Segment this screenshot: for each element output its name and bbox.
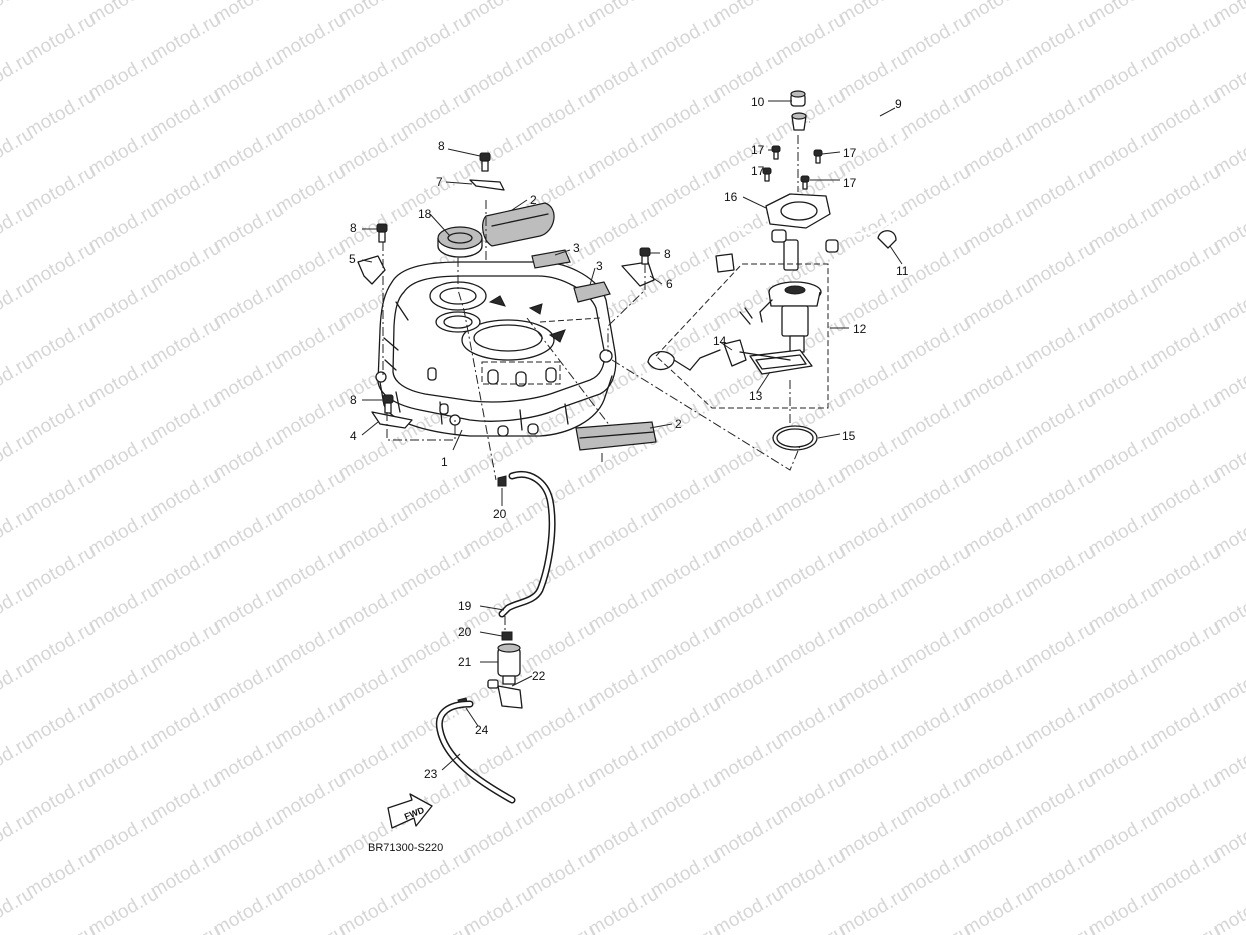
callout-8: 8	[664, 247, 671, 261]
part-18-cap	[437, 226, 483, 258]
leader-lines	[361, 100, 903, 771]
part-7-bracket	[469, 179, 505, 191]
part-20-clip-a	[497, 475, 507, 487]
callout-5: 5	[349, 252, 356, 266]
callout-21: 21	[458, 655, 472, 669]
callout-3: 3	[596, 259, 603, 273]
callout-2: 2	[530, 193, 537, 207]
part-8-bolt-d	[382, 394, 394, 414]
callout-20: 20	[458, 625, 472, 639]
callout-22: 22	[532, 669, 546, 683]
part-20-clip-b	[501, 631, 513, 641]
part-22-holder	[487, 679, 523, 709]
part-8-bolt-c	[639, 247, 651, 265]
part-16-retainer	[765, 193, 831, 229]
reference-lines	[382, 135, 829, 632]
part-15-o-ring	[772, 425, 818, 451]
callout-labels: 8 7 18 2 8 5 3 3 8 6 8 4 1 2 10 9 17 17 …	[349, 95, 909, 781]
callout-10: 10	[751, 95, 765, 109]
callout-7: 7	[436, 175, 443, 189]
callout-17: 17	[843, 146, 857, 160]
part-10-fitting	[790, 90, 807, 131]
callout-8: 8	[438, 139, 445, 153]
callout-1: 1	[441, 455, 448, 469]
callout-4: 4	[350, 429, 357, 443]
callout-12: 12	[853, 322, 867, 336]
fuel-tank	[375, 261, 617, 437]
part-2-pad-upper	[482, 202, 555, 247]
callout-3: 3	[573, 241, 580, 255]
part-17-screws	[762, 145, 823, 190]
callout-14: 14	[713, 334, 727, 348]
callout-20: 20	[493, 507, 507, 521]
part-3-pad-a	[531, 249, 571, 269]
callout-19: 19	[458, 599, 472, 613]
callout-17: 17	[751, 164, 765, 178]
part-4-bracket	[371, 411, 413, 429]
callout-16: 16	[724, 190, 738, 204]
part-6-bracket	[621, 261, 655, 287]
callout-2: 2	[675, 417, 682, 431]
part-23-hose	[435, 700, 516, 804]
fwd-arrow: FWD	[387, 793, 433, 829]
callout-9: 9	[895, 97, 902, 111]
callout-6: 6	[666, 277, 673, 291]
callout-24: 24	[475, 723, 489, 737]
part-2-pad-lower	[575, 421, 657, 451]
part-8-bolt-a	[479, 152, 491, 172]
part-8-bolt-b	[376, 223, 388, 243]
callout-11: 11	[896, 264, 909, 278]
part-19-hose	[498, 471, 556, 618]
part-3-pad-b	[573, 281, 611, 303]
part-5-bracket	[357, 255, 386, 285]
part-12-fuel-pump	[739, 239, 822, 353]
callout-8: 8	[350, 393, 357, 407]
callout-15: 15	[842, 429, 856, 443]
part-9-fuel-hose	[710, 114, 909, 273]
diagram-code: BR71300-S220	[368, 842, 443, 854]
callout-17: 17	[751, 143, 765, 157]
part-11-clip	[877, 230, 897, 249]
callout-18: 18	[418, 207, 432, 221]
callout-8: 8	[350, 221, 357, 235]
part-21-valve	[497, 643, 521, 685]
callout-23: 23	[424, 767, 438, 781]
callout-13: 13	[749, 389, 763, 403]
part-13-filter	[749, 349, 813, 375]
callout-17: 17	[843, 176, 857, 190]
